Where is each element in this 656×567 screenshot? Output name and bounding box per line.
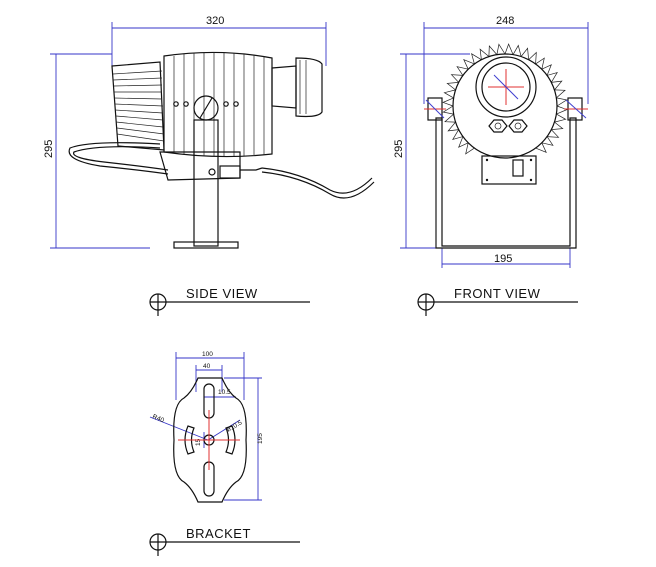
front-fin [450,74,463,83]
side-height-label: 295 [43,140,55,158]
bracket-label: BRACKET [186,526,251,541]
side-width-label: 320 [206,15,224,27]
side-view-title: SIDE VIEW [149,286,310,316]
front-fin [535,142,547,153]
front-fin [547,129,560,138]
front-fin [443,89,456,99]
bracket-dim-r40: R40 [151,413,165,424]
side-power-cable [68,142,375,199]
front-fin [528,51,537,64]
front-view-title: FRONT VIEW [417,286,578,316]
side-rear-section [111,61,165,151]
bracket-dim-15: 15 [195,438,202,446]
front-finned-body [442,43,568,155]
front-fin [463,59,475,70]
bracket-dim-40: 40 [203,363,211,370]
bracket-left-arc-slot [184,425,195,455]
front-fin [488,45,498,57]
front-view-label: FRONT VIEW [454,286,541,301]
bracket-dim-10-5: 10.5 [218,389,231,396]
bracket-dim-195: 195 [257,433,264,444]
bracket-right-arc-slot [225,425,236,455]
front-fin [444,113,456,123]
side-bracket-arm [173,119,239,249]
front-height-label: 295 [393,140,405,158]
front-fin [458,136,469,148]
side-height-dimension: 295 [43,53,150,249]
front-yoke-bracket [435,117,577,249]
front-fin [496,43,506,55]
front-fin [446,82,459,91]
front-hex-nuts [488,119,528,133]
front-fin [504,43,514,55]
front-fin [535,57,545,70]
front-view: 248 295 195 [393,15,589,268]
front-side-knobs [424,97,588,121]
front-fin [447,121,459,132]
front-fin [442,105,454,115]
front-lens [475,56,537,118]
side-lens-housing [271,57,323,118]
bracket-dim-phi: ø10.5 [226,419,244,434]
front-fin [520,47,529,60]
front-fin [456,66,469,76]
front-fin [551,121,564,130]
bracket-view: 100 40 10.5 R40 15 ø10.5 195 [149,351,300,556]
front-fin [554,89,566,99]
front-fin [512,44,522,57]
front-fin [479,48,490,60]
front-fin [442,97,454,107]
front-fin [556,105,568,115]
front-fin [551,80,563,91]
front-base-label: 195 [494,253,512,265]
front-fin [541,64,552,76]
front-base-dimension: 195 [441,248,571,268]
front-fin [471,53,482,64]
bracket-title: BRACKET [149,526,300,556]
side-pivot-disc [193,95,219,121]
side-width-dimension: 320 [111,15,327,66]
side-view-label: SIDE VIEW [186,286,258,301]
front-fin [452,129,463,140]
bracket-dim-100: 100 [202,351,213,358]
bracket-plate [173,377,247,503]
front-body-circle [452,53,558,159]
front-fin [556,97,568,107]
side-lower-base [159,151,241,181]
side-view: 320 295 [43,15,375,249]
side-main-body [163,51,273,158]
front-width-dimension: 248 [423,15,589,104]
front-switch-box [481,155,537,185]
front-fin [547,72,558,83]
bracket-dimensions: 100 40 10.5 R40 15 ø10.5 195 [149,351,264,501]
front-fin [465,142,475,155]
front-fin [554,113,567,123]
front-width-label: 248 [496,15,514,27]
front-fin [541,136,554,146]
